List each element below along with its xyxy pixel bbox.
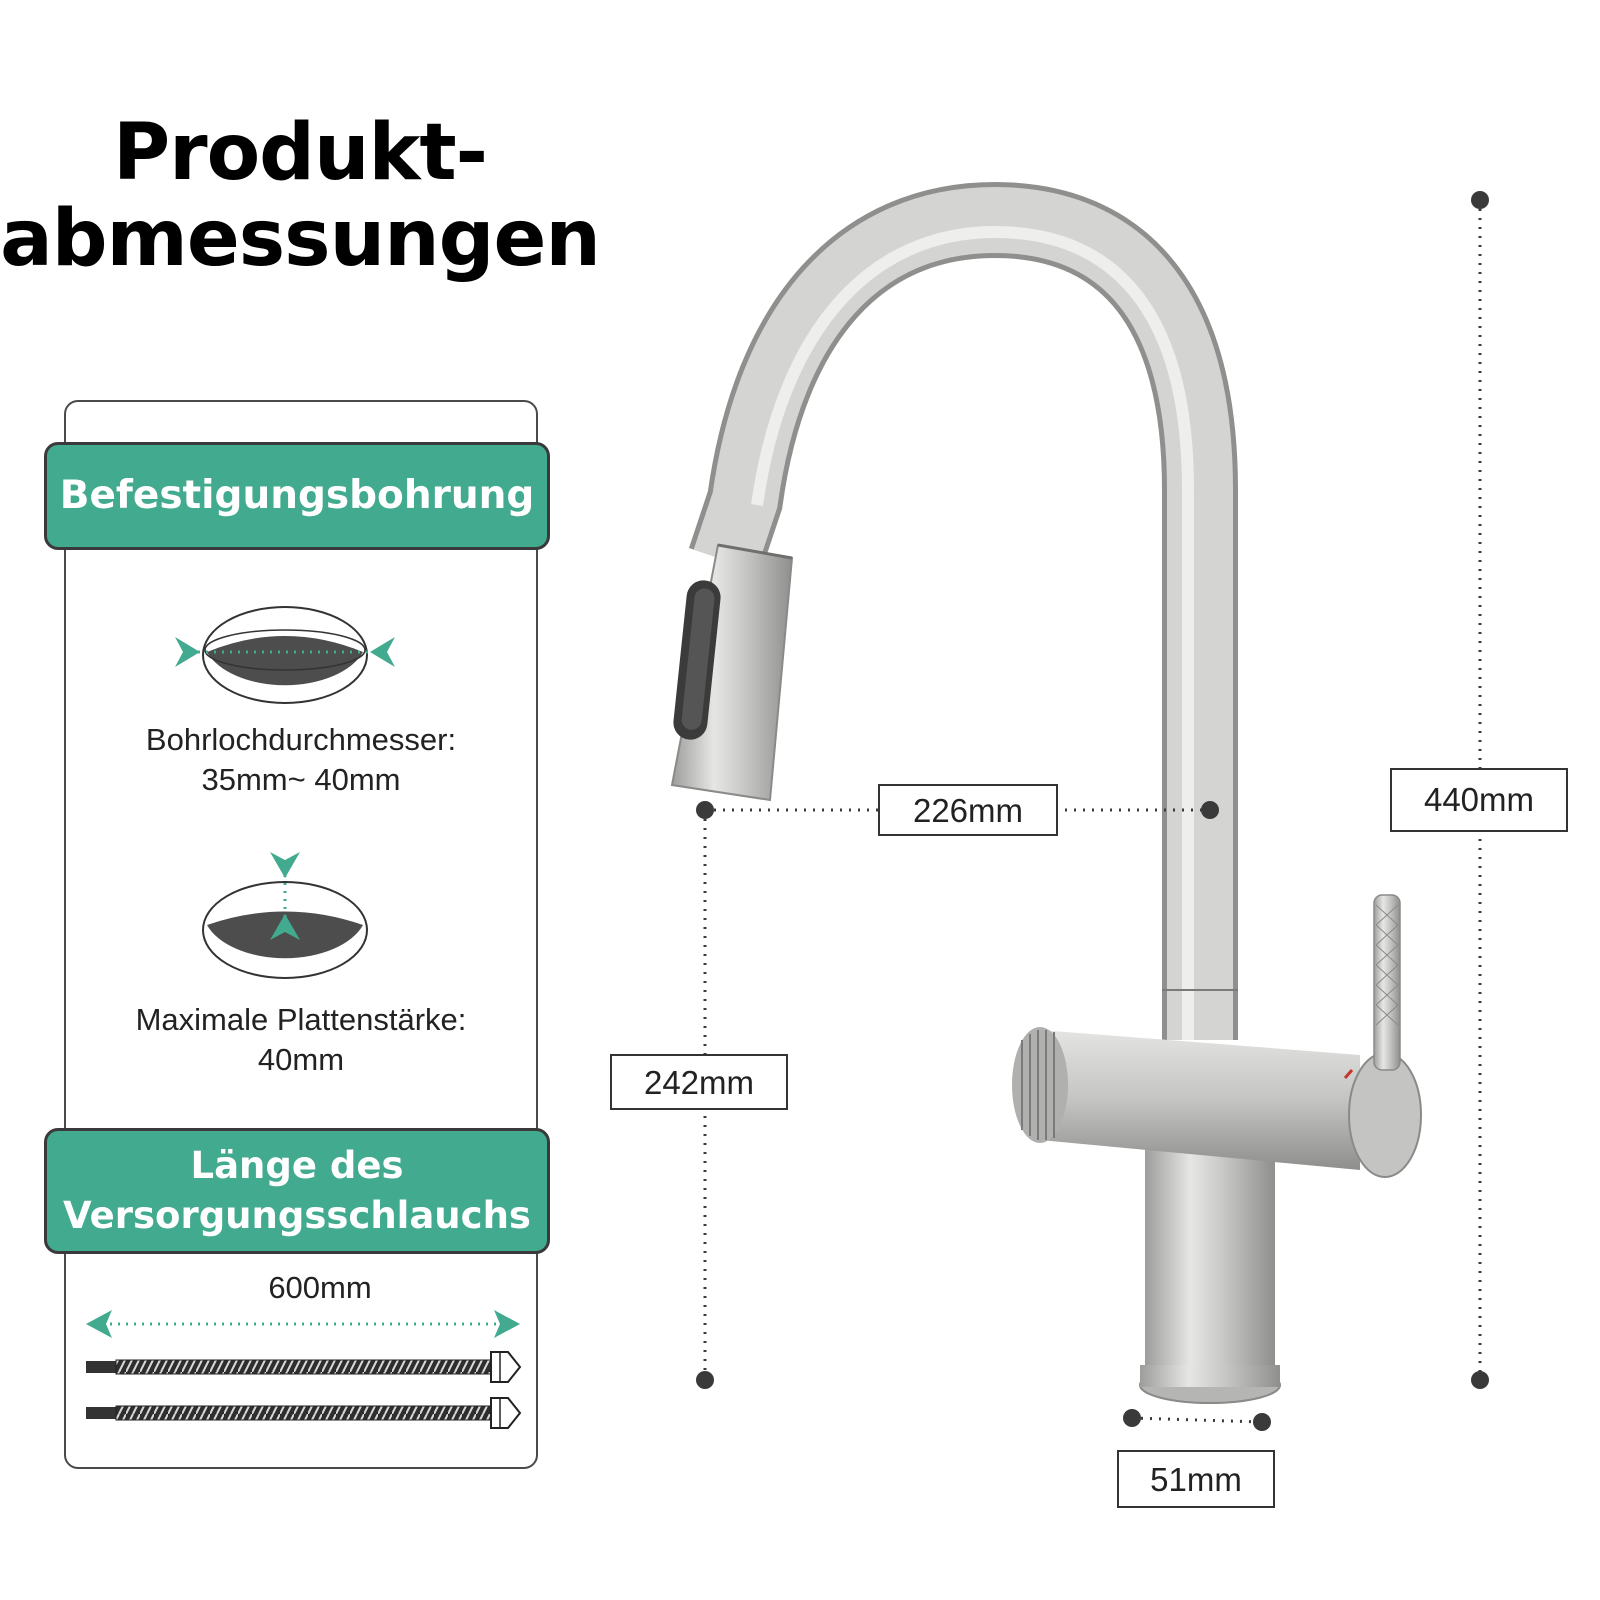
hose-length-arrow [86, 1310, 520, 1338]
info-panel [64, 400, 538, 1469]
spray-head [670, 543, 794, 802]
section-header-mounting: Befestigungsbohrung [44, 442, 550, 550]
dimension-height-label: 440mm [1390, 768, 1568, 832]
section-hose-line-2: Versorgungsschlauchs [63, 1194, 531, 1237]
hole-diameter-value: 35mm~ 40mm [201, 762, 401, 797]
page-title: Produkt- abmessungen [0, 108, 601, 284]
plate-thickness-label: Maximale Plattenstärke: [135, 1002, 467, 1037]
section-header-hose: Länge des Versorgungsschlauchs [44, 1128, 550, 1254]
faucet-spout [688, 181, 1238, 1040]
hole-diameter-label: Bohrlochdurchmesser: [145, 722, 457, 757]
plate-thickness-caption: Maximale Plattenstärke: 40mm [64, 1000, 538, 1080]
plate-thickness-value: 40mm [257, 1042, 345, 1077]
dimension-spout-height-label: 242mm [610, 1054, 788, 1110]
dimension-reach-label: 226mm [878, 784, 1058, 836]
hose-1 [86, 1351, 522, 1383]
faucet-lever [1373, 894, 1401, 1071]
hose-length-label: 600mm [268, 1270, 372, 1305]
hose-2 [86, 1397, 522, 1429]
faucet-body [1012, 1027, 1422, 1404]
dimension-base-diameter-label: 51mm [1117, 1450, 1275, 1508]
hole-diameter-caption: Bohrlochdurchmesser: 35mm~ 40mm [64, 720, 538, 800]
title-line-1: Produkt- [112, 108, 488, 198]
hole-diameter-icon [175, 606, 395, 704]
plate-thickness-icon [202, 852, 368, 979]
section-hose-line-1: Länge des [190, 1144, 404, 1187]
title-line-2: abmessungen [0, 194, 601, 284]
